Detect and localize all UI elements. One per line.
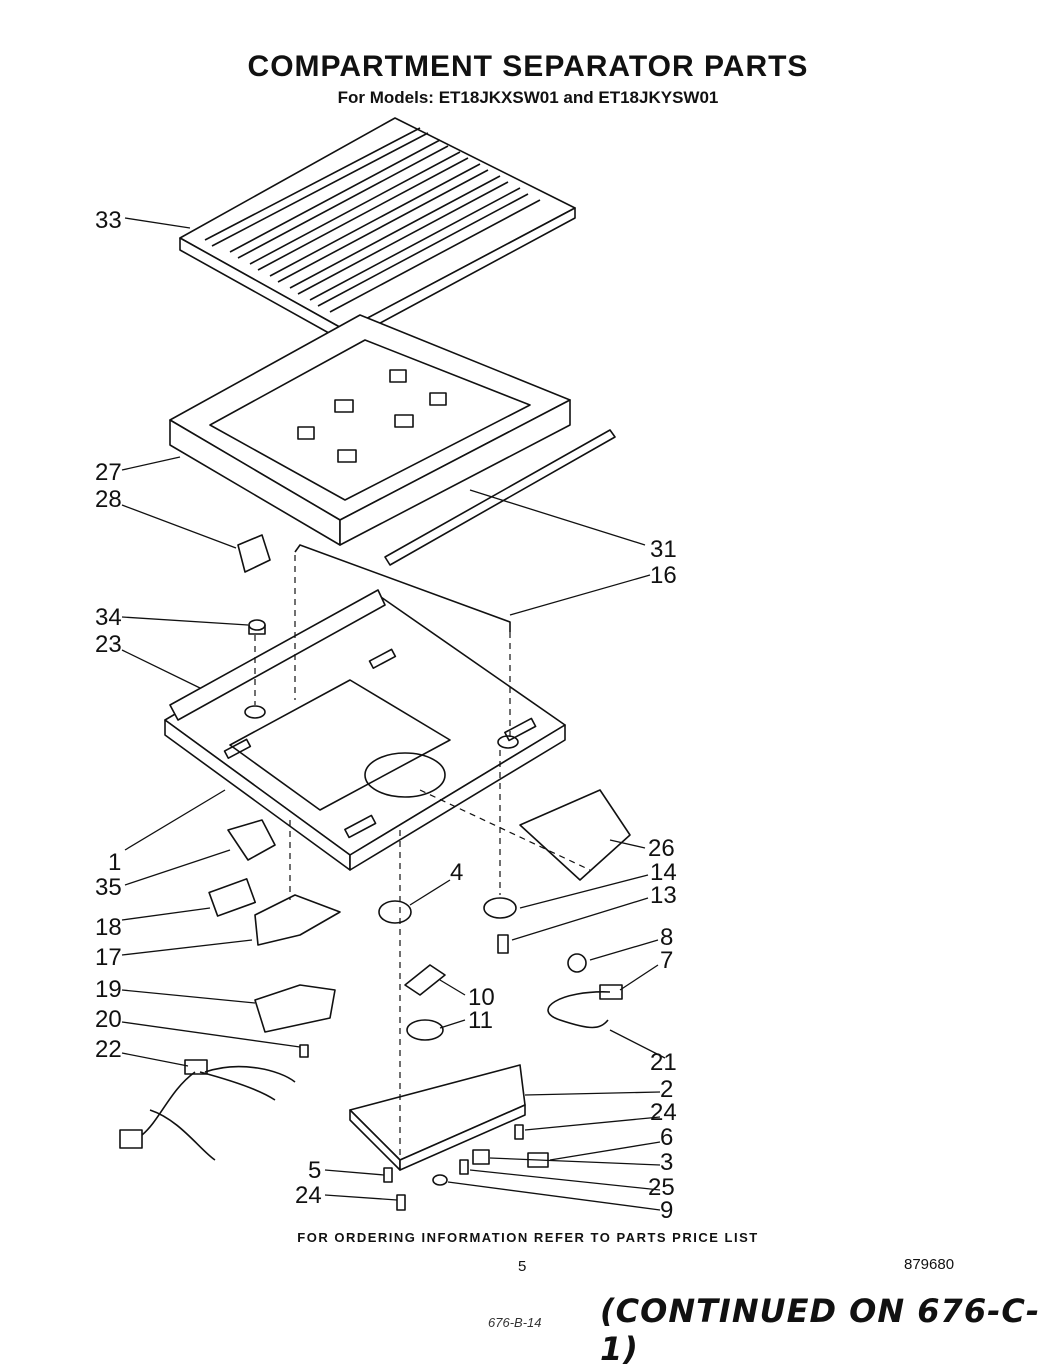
part-label-25: 25 xyxy=(648,1174,675,1201)
exploded-parts-diagram: 33 27 28 31 16 34 23 1 26 35 4 14 13 18 … xyxy=(95,117,677,1224)
part-label-3: 3 xyxy=(660,1149,673,1176)
part-label-31: 31 xyxy=(650,536,677,563)
part-24b-screw xyxy=(396,1194,406,1211)
part-label-11: 11 xyxy=(468,1007,493,1034)
part-label-14: 14 xyxy=(650,859,677,886)
part-label-23: 23 xyxy=(95,631,122,658)
page-subtitle: For Models: ET18JKXSW01 and ET18JKYSW01 xyxy=(337,88,719,107)
page-number: 5 xyxy=(518,1258,527,1275)
part-label-34: 34 xyxy=(95,604,122,631)
part-label-21: 21 xyxy=(650,1049,677,1076)
part-label-10: 10 xyxy=(468,984,495,1011)
part-label-1: 1 xyxy=(108,849,121,876)
part-35-bracket xyxy=(227,819,276,861)
part-label-28: 28 xyxy=(95,486,122,513)
part-33-cover-grille xyxy=(179,117,576,343)
part-22-harness xyxy=(119,1059,296,1161)
part-label-22: 22 xyxy=(95,1036,122,1063)
part-13-pin xyxy=(497,934,509,954)
part-8-bulb xyxy=(567,953,587,973)
part-9-nut xyxy=(432,1174,448,1186)
part-label-26: 26 xyxy=(648,835,675,862)
part-23-pan xyxy=(164,589,566,871)
part-3-clip xyxy=(472,1149,490,1165)
part-label-8: 8 xyxy=(660,924,673,951)
part-16-wire xyxy=(294,544,511,632)
part-14-damper xyxy=(483,897,517,919)
part-28-block xyxy=(237,534,271,573)
part-label-33: 33 xyxy=(95,207,122,234)
part-label-17: 17 xyxy=(95,944,122,971)
part-label-18: 18 xyxy=(95,914,122,941)
part-label-24-upper: 24 xyxy=(650,1099,677,1126)
part-31-strip xyxy=(384,429,616,566)
part-label-4: 4 xyxy=(450,859,463,886)
parts-diagram-page: COMPARTMENT SEPARATOR PARTS For Models: … xyxy=(95,50,1039,1368)
part-label-6: 6 xyxy=(660,1124,673,1151)
part-5-screw xyxy=(383,1167,393,1183)
part-label-19: 19 xyxy=(95,976,122,1003)
part-34-grommet xyxy=(248,619,266,635)
part-label-20: 20 xyxy=(95,1006,122,1033)
page-title: COMPARTMENT SEPARATOR PARTS xyxy=(247,50,809,83)
part-24-screw xyxy=(514,1124,524,1140)
part-11-disc xyxy=(406,1019,444,1041)
part-17-housing xyxy=(254,894,341,946)
part-27-separator-frame xyxy=(169,314,571,546)
ordering-info-note: FOR ORDERING INFORMATION REFER TO PARTS … xyxy=(297,1230,759,1245)
part-label-27: 27 xyxy=(95,459,122,486)
part-2-base xyxy=(349,1064,526,1171)
document-number: 879680 xyxy=(904,1256,955,1273)
part-label-5: 5 xyxy=(308,1157,321,1184)
continued-handwritten-note: (CONTINUED ON 676-C-1) xyxy=(600,1292,1041,1368)
part-label-16: 16 xyxy=(650,562,677,589)
part-21-wire xyxy=(547,991,611,1029)
part-label-9: 9 xyxy=(660,1197,673,1224)
part-26-foam xyxy=(519,789,631,881)
part-label-24-lower: 24 xyxy=(295,1182,322,1209)
part-4-bushing xyxy=(378,900,412,924)
part-18-lens xyxy=(208,878,257,917)
part-10-sensor xyxy=(404,964,446,996)
part-19-control xyxy=(254,984,336,1033)
part-label-13: 13 xyxy=(650,882,677,909)
part-label-2: 2 xyxy=(660,1076,673,1103)
part-label-35: 35 xyxy=(95,874,122,901)
part-25-screw xyxy=(459,1159,469,1175)
handwritten-scribble: 676-B-14 xyxy=(488,1315,542,1330)
part-label-7: 7 xyxy=(660,947,673,974)
part-20-screw xyxy=(299,1044,309,1058)
